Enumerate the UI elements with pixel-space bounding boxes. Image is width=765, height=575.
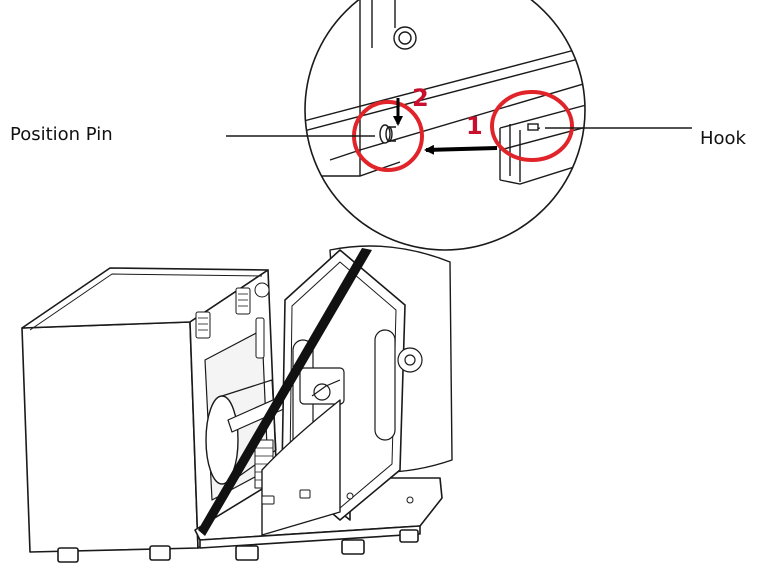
stand-front-panel [261, 399, 341, 536]
step1-arrow [424, 144, 498, 155]
step2-number: 2 [412, 84, 429, 112]
magnified-detail: 1 2 [304, 0, 586, 251]
position-pin-label: Position Pin [10, 124, 113, 145]
roll-holder-stand [194, 245, 453, 561]
hook-label: Hook [700, 128, 746, 149]
stand-foot [399, 529, 419, 543]
stand-foot [235, 545, 259, 561]
stand-foot [341, 539, 365, 555]
magnifier-funnel [198, 248, 372, 536]
printer-body [21, 267, 305, 563]
position-pin-part [379, 124, 391, 144]
hook-highlight [490, 90, 574, 162]
printer-foot [57, 547, 79, 563]
printer-side-panel [21, 321, 199, 553]
step1-number: 1 [466, 112, 483, 140]
printer-foot [149, 545, 171, 561]
spindle-knob [299, 367, 345, 405]
side-knob [397, 347, 423, 373]
